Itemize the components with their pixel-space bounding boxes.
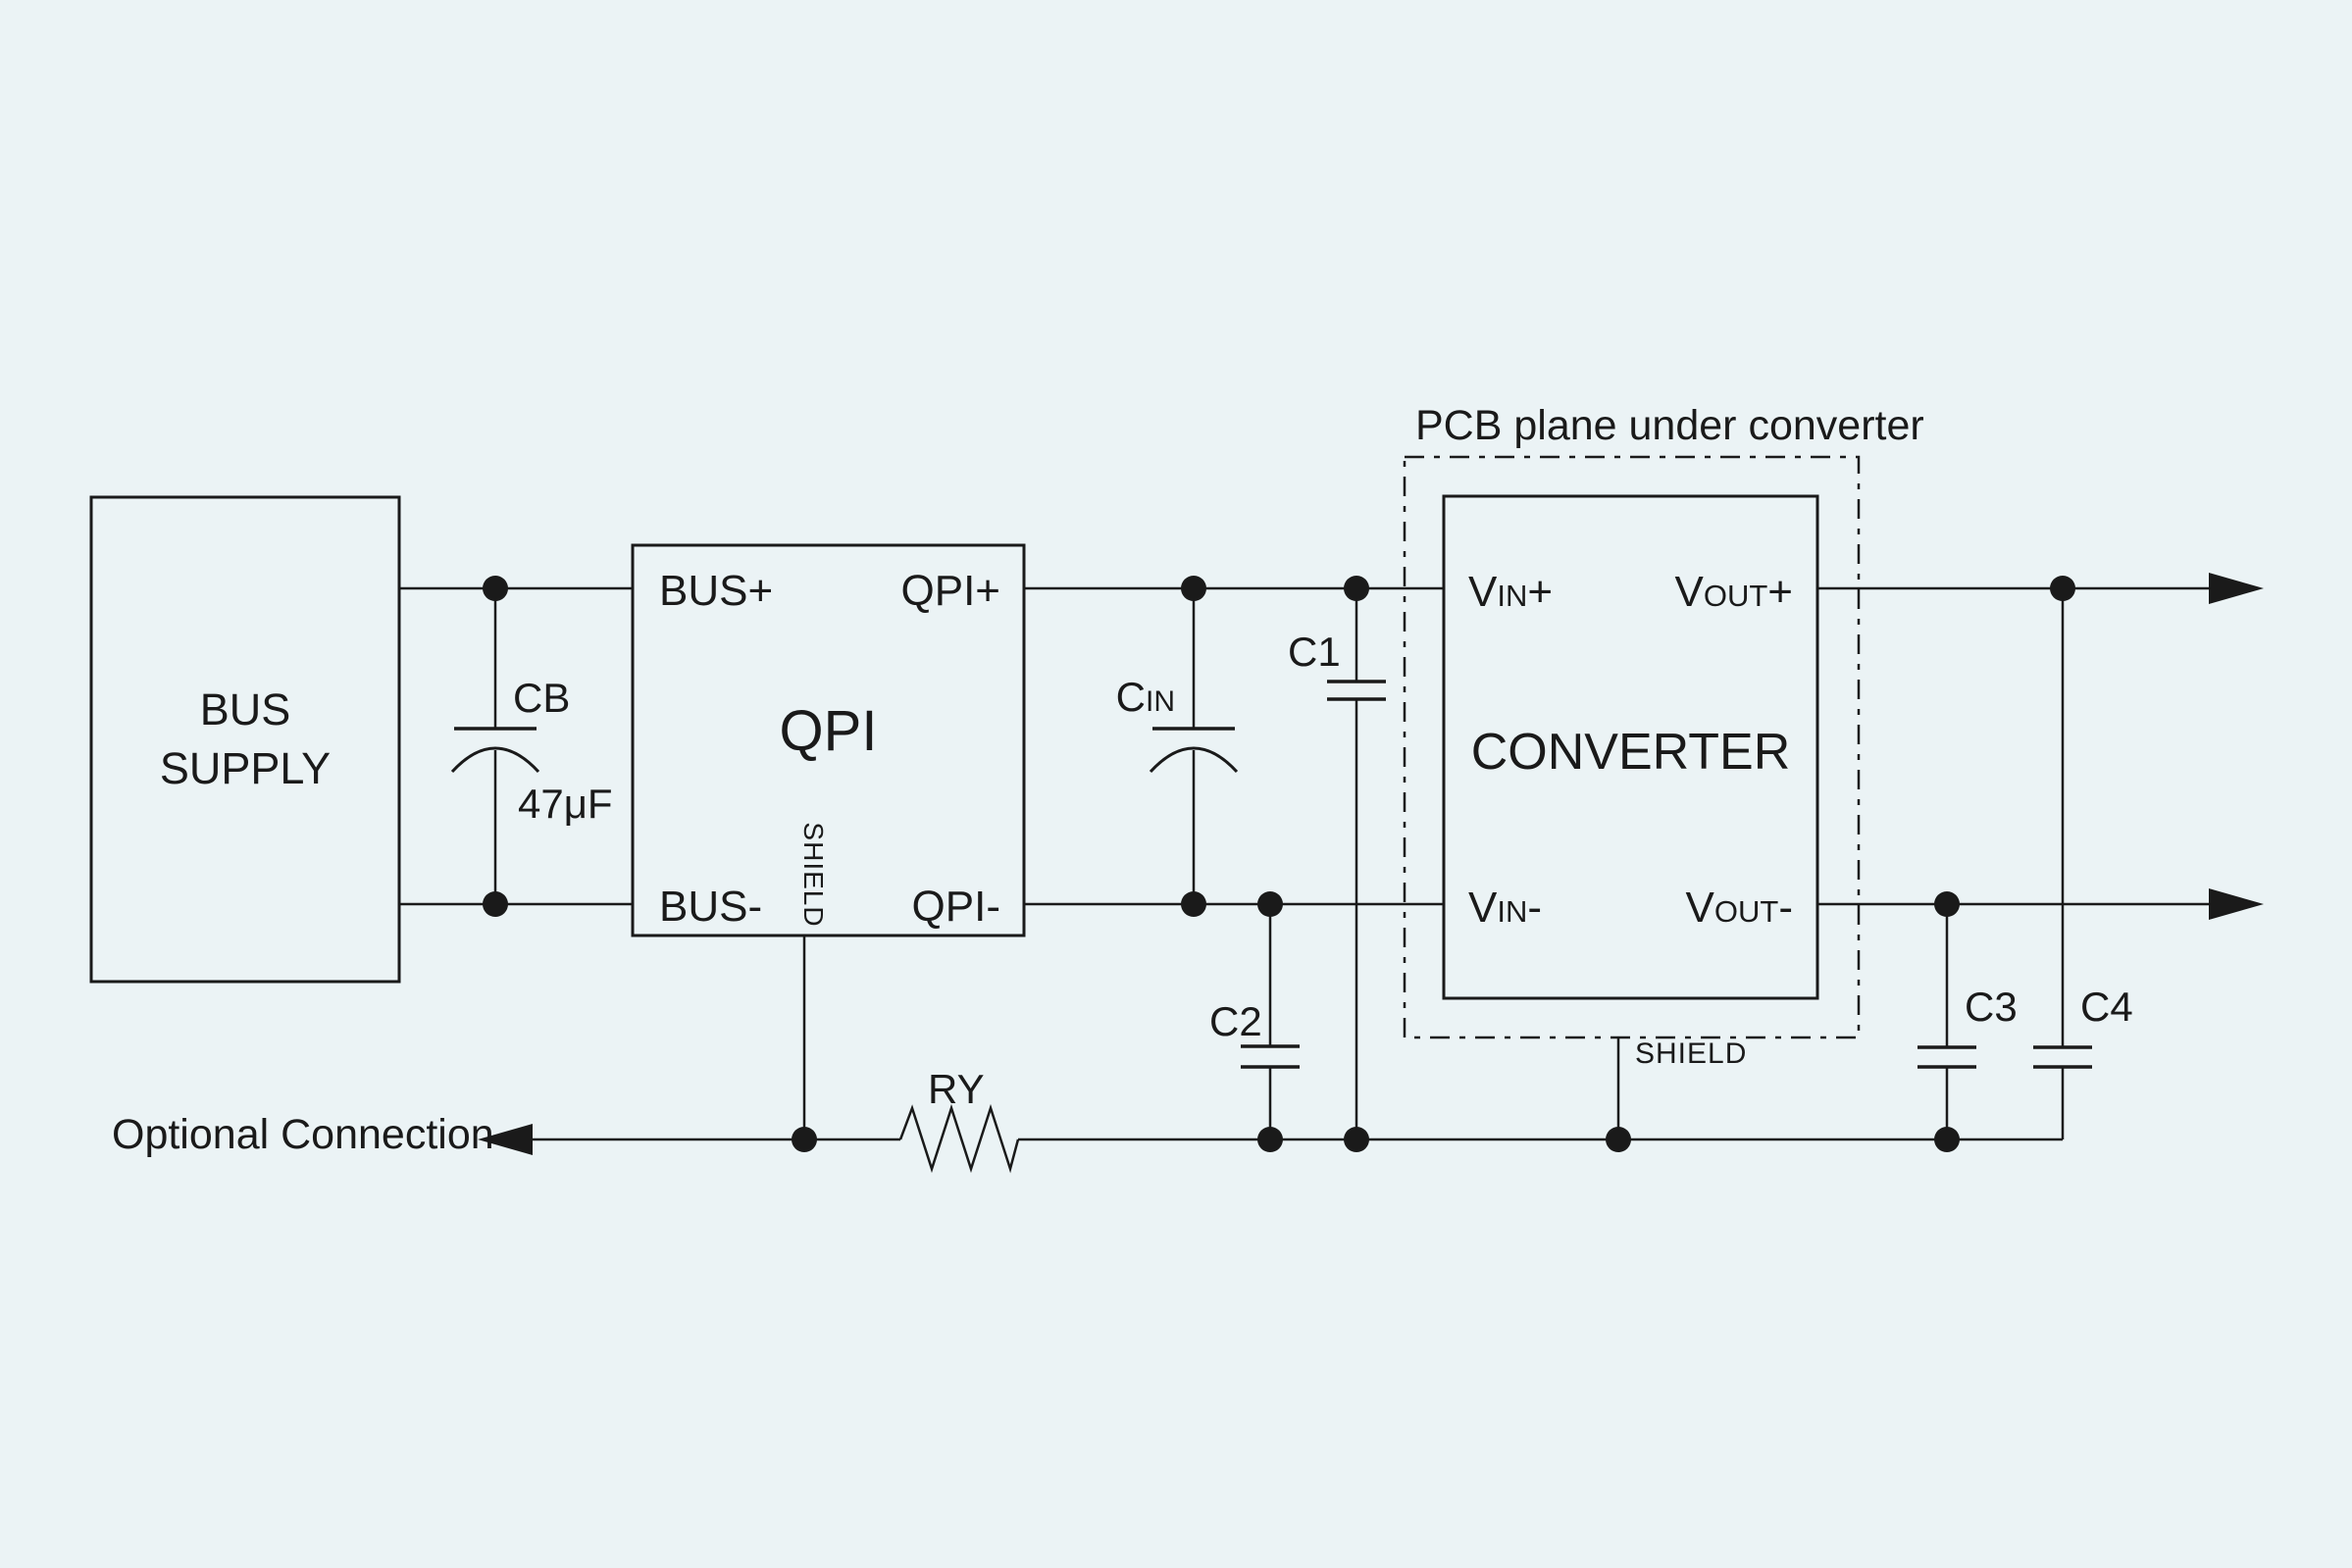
c2-label: C2 xyxy=(1209,998,1262,1044)
junction-dot xyxy=(1934,1127,1960,1152)
pin-sub: OUT xyxy=(1713,894,1779,929)
pin-sign: + xyxy=(1527,568,1554,616)
qpi-pin-bus-plus: BUS+ xyxy=(659,567,774,615)
qpi-pin-qpi-minus: QPI- xyxy=(911,883,1000,931)
junction-dot xyxy=(1181,891,1206,917)
cb-value: 47μF xyxy=(518,781,613,827)
pin-sign: - xyxy=(1778,884,1793,932)
pin-main: V xyxy=(1468,884,1498,932)
converter-pin-vout-minus: VOUT- xyxy=(1686,886,1793,930)
pin-main: V xyxy=(1674,568,1704,616)
converter-shield-label: SHIELD xyxy=(1635,1037,1748,1070)
junction-dot xyxy=(1257,891,1283,917)
junction-dot xyxy=(483,576,508,601)
pin-sign: - xyxy=(1527,884,1543,932)
ry-label: RY xyxy=(928,1066,985,1112)
junction-dot xyxy=(1181,576,1206,601)
junction-dot xyxy=(1257,1127,1283,1152)
cin-label: CIN xyxy=(1116,677,1175,718)
c1-label: C1 xyxy=(1288,629,1341,675)
qpi-pin-bus-minus: BUS- xyxy=(659,883,763,931)
pin-sub: OUT xyxy=(1703,579,1768,613)
junction-dot xyxy=(1606,1127,1631,1152)
junction-dot xyxy=(1344,576,1369,601)
pin-main: C xyxy=(1115,674,1146,720)
qpi-box xyxy=(631,543,1026,937)
output-arrow-plus-icon xyxy=(2209,573,2264,604)
pin-main: V xyxy=(1685,884,1714,932)
junction-dot xyxy=(1344,1127,1369,1152)
pin-main: V xyxy=(1468,568,1498,616)
converter-pin-vin-plus: VIN+ xyxy=(1468,571,1553,614)
qpi-pin-shield: SHIELD xyxy=(798,822,829,928)
optional-connection-arrow-icon xyxy=(478,1124,533,1155)
junction-dot xyxy=(792,1127,817,1152)
resistor-ry-symbol xyxy=(898,1103,1020,1174)
c3-label: C3 xyxy=(1965,984,2018,1030)
bus-supply-title: BUS SUPPLY xyxy=(91,497,399,982)
cb-plate-curved xyxy=(450,746,540,774)
optional-connection-label: Optional Connection xyxy=(112,1111,494,1158)
qpi-pin-qpi-plus: QPI+ xyxy=(900,567,1001,615)
junction-dot xyxy=(2050,576,2075,601)
pcb-plane-dashed-box xyxy=(1403,455,1861,1039)
c4-label: C4 xyxy=(2080,984,2133,1030)
pin-sub: IN xyxy=(1497,894,1528,929)
pin-sign: + xyxy=(1767,568,1793,616)
converter-box xyxy=(1442,494,1819,1000)
qpi-title: QPI xyxy=(779,699,878,763)
pin-sub: IN xyxy=(1146,685,1175,718)
cin-plate-curved xyxy=(1149,746,1239,774)
pcb-plane-label: PCB plane under converter xyxy=(1415,402,1924,449)
output-arrow-minus-icon xyxy=(2209,888,2264,920)
junction-dot xyxy=(483,891,508,917)
junction-dot xyxy=(1934,891,1960,917)
bus-supply-title-line1: BUS xyxy=(199,684,291,734)
converter-title: CONVERTER xyxy=(1470,724,1791,781)
bus-supply-box xyxy=(89,495,401,984)
bus-supply-title-line2: SUPPLY xyxy=(159,743,332,793)
cb-label: CB xyxy=(513,675,571,721)
pin-sub: IN xyxy=(1497,579,1528,613)
converter-pin-vout-plus: VOUT+ xyxy=(1675,571,1794,614)
converter-pin-vin-minus: VIN- xyxy=(1468,886,1542,930)
